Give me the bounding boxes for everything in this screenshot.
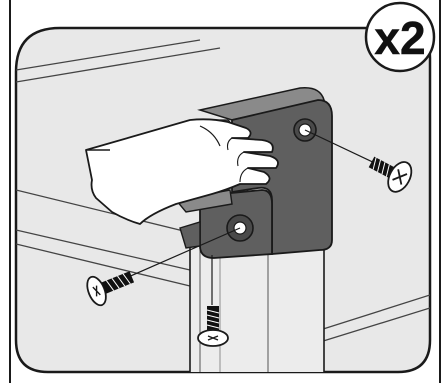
quantity-badge: x2 — [366, 3, 434, 71]
quantity-label: x2 — [374, 12, 425, 64]
